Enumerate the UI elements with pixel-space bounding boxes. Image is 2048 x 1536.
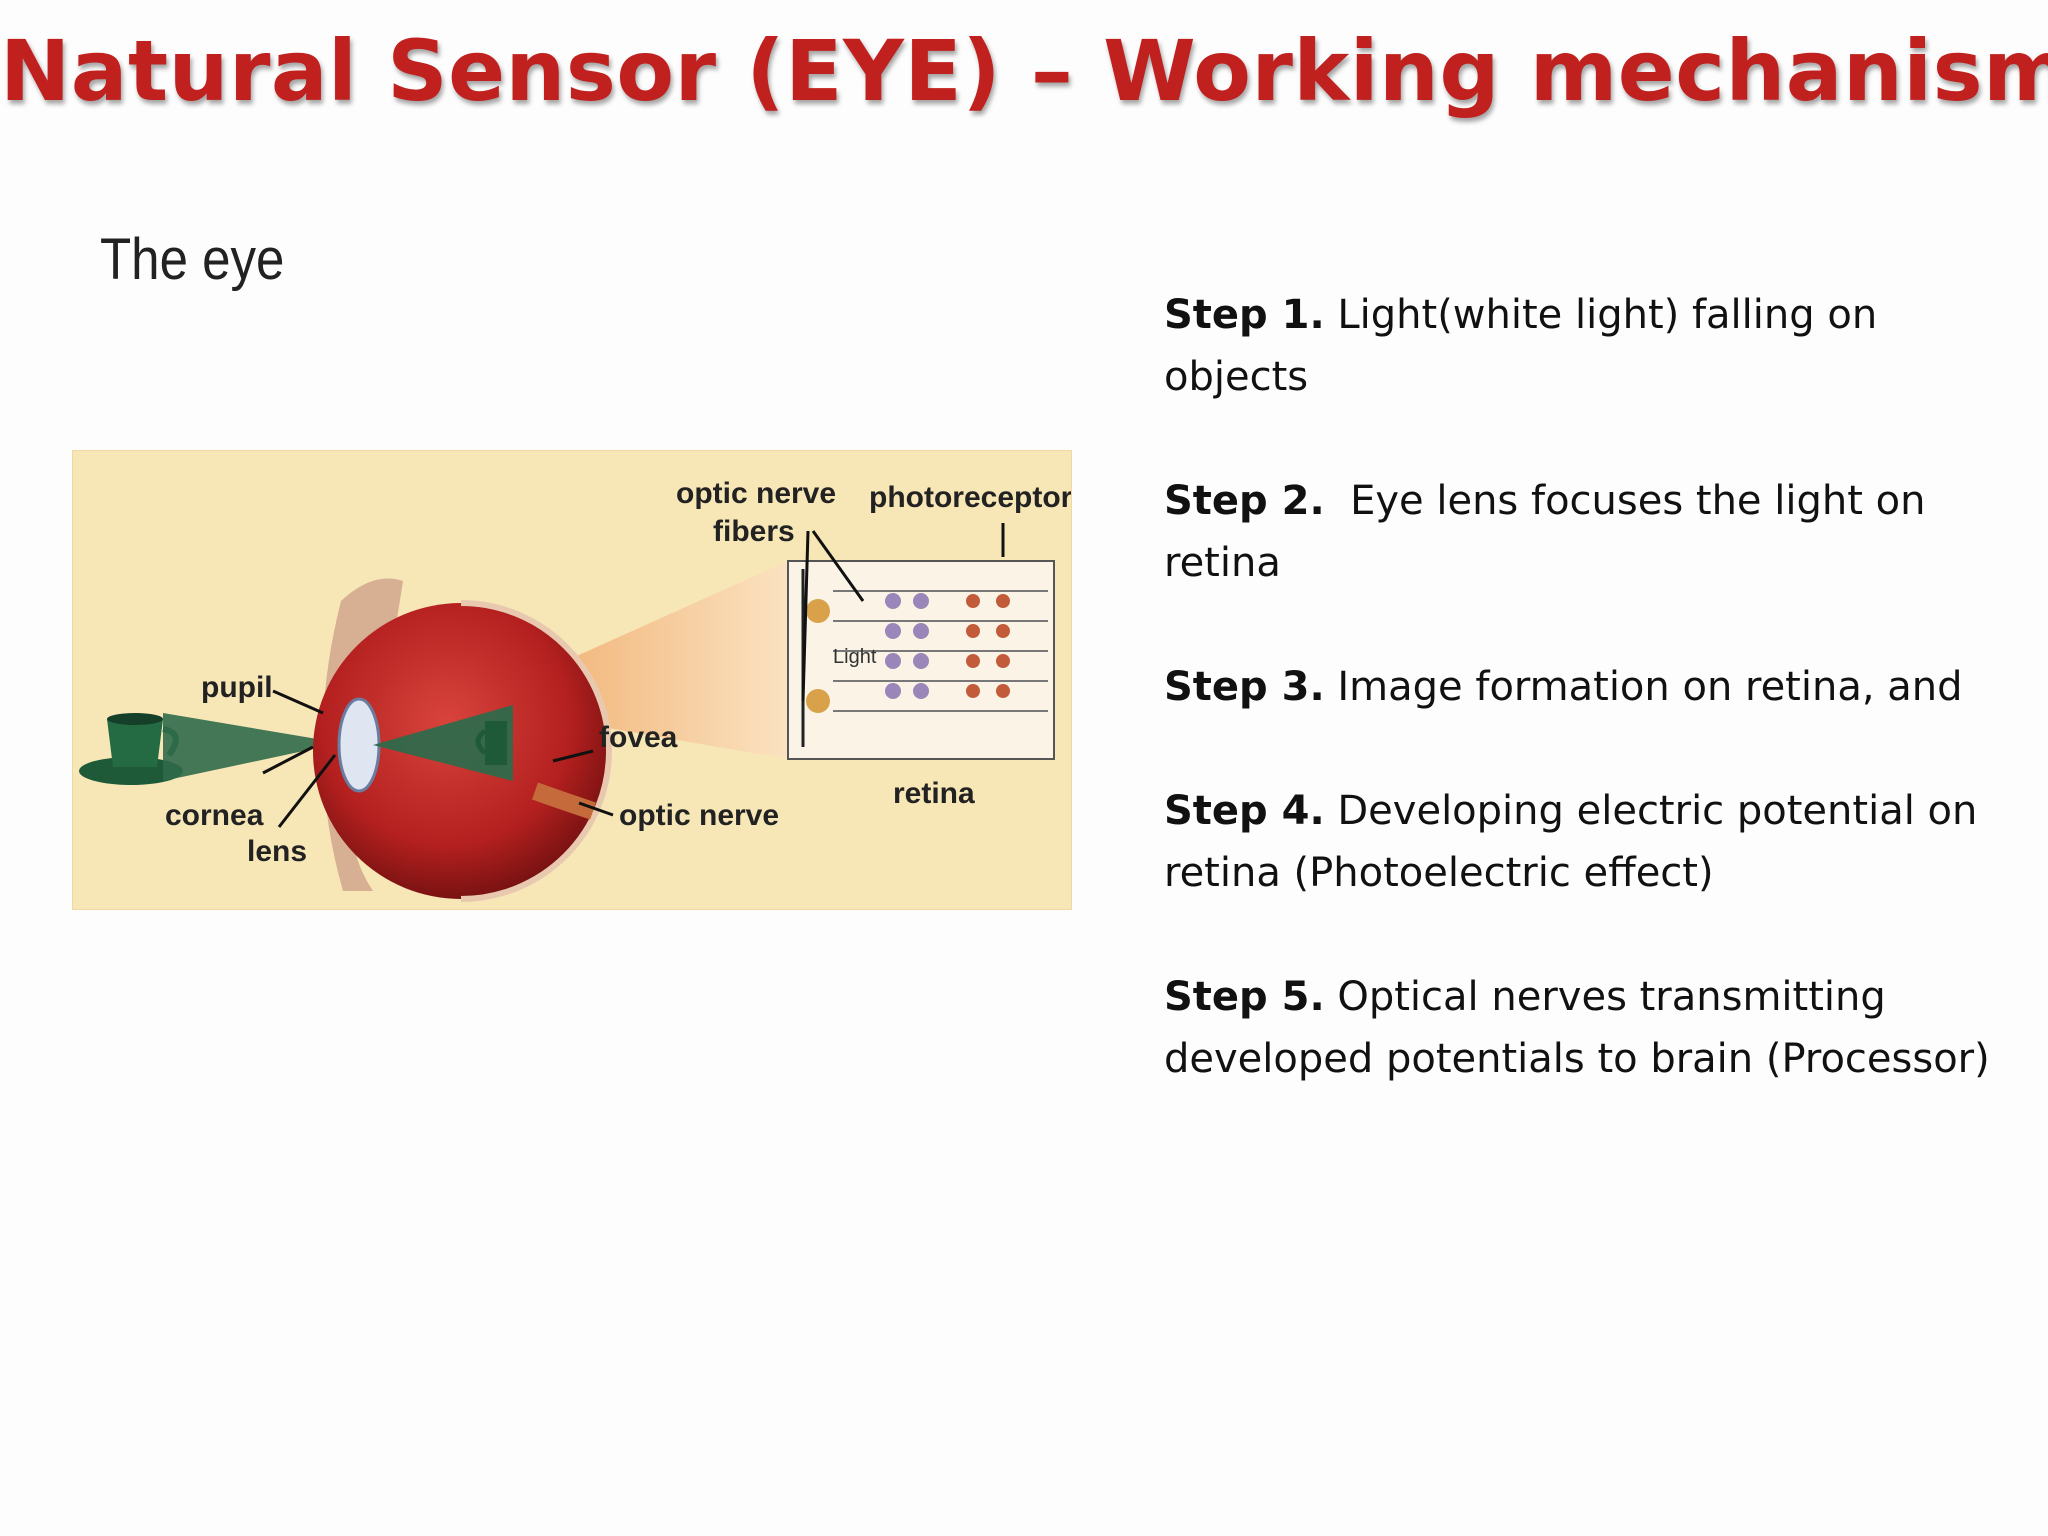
label-optic-nerve-fibers-2: fibers: [713, 515, 795, 548]
label-light: Light: [833, 646, 877, 668]
label-optic-nerve-fibers-1: optic nerve: [676, 477, 836, 510]
label-retina: retina: [893, 777, 975, 810]
label-photoreceptors: photoreceptors: [869, 481, 1071, 514]
step-text: Optical nerves transmitting developed po…: [1164, 974, 1990, 1082]
step-number: Step 4.: [1164, 788, 1325, 834]
step-text: Eye lens focuses the light on retina: [1164, 478, 1939, 586]
label-cornea: cornea: [165, 799, 264, 832]
step-number: Step 3.: [1164, 664, 1325, 710]
retina-detail: [787, 560, 1055, 760]
step-item: Step 5. Optical nerves transmitting deve…: [1164, 966, 2024, 1090]
label-optic-nerve: optic nerve: [619, 799, 779, 832]
label-pupil: pupil: [201, 671, 273, 704]
step-text: Image formation on retina, and: [1324, 664, 1963, 710]
step-text: Light(white light) falling on objects: [1164, 292, 1878, 400]
slide-title: Natural Sensor (EYE) – Working mechanism: [0, 22, 2048, 120]
steps-list: Step 1. Light(white light) falling on ob…: [1164, 284, 2024, 1152]
step-number: Step 1.: [1164, 292, 1325, 338]
eye-diagram: optic nerve fibers photoreceptors pupil …: [72, 450, 1072, 910]
label-lens: lens: [247, 835, 307, 868]
figure-heading: The eye: [100, 227, 285, 292]
optic-nerve: [531, 782, 596, 820]
step-number: Step 2.: [1164, 478, 1325, 524]
inverted-cup-icon: [475, 721, 507, 765]
step-number: Step 5.: [1164, 974, 1325, 1020]
step-item: Step 4. Developing electric potential on…: [1164, 780, 2024, 904]
step-item: Step 2. Eye lens focuses the light on re…: [1164, 470, 2024, 594]
step-text: Developing electric potential on retina …: [1164, 788, 1978, 896]
label-fovea: fovea: [599, 721, 678, 754]
step-item: Step 3. Image formation on retina, and: [1164, 656, 2024, 718]
step-item: Step 1. Light(white light) falling on ob…: [1164, 284, 2024, 408]
light-beam: [163, 713, 341, 781]
